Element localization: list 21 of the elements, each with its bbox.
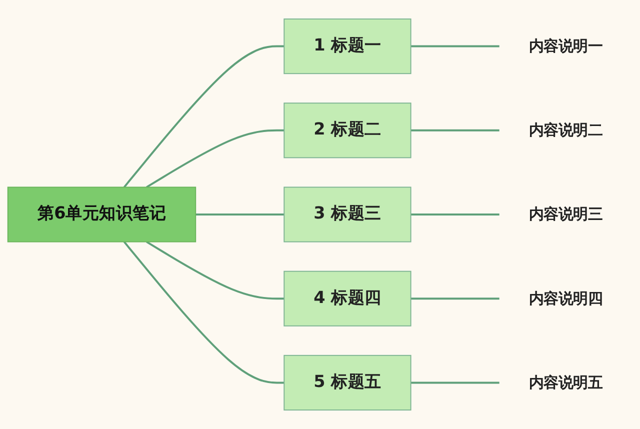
connector [196, 214, 284, 216]
connector [123, 45, 284, 188]
connector [146, 240, 284, 300]
connector [410, 298, 500, 300]
node-text: 内容说明二 [528, 121, 603, 139]
node-text: 内容说明一 [528, 37, 603, 55]
node-box: 4 标题四 [284, 270, 412, 326]
node-text: 内容说明三 [528, 205, 603, 224]
connector [410, 129, 500, 132]
connector [410, 45, 500, 48]
node-box: 1 标题一 [284, 18, 412, 74]
connector [123, 241, 284, 384]
node-box: 3 标题三 [284, 186, 412, 242]
connector [410, 214, 500, 216]
node-box: 5 标题五 [284, 354, 412, 410]
node-text: 内容说明五 [528, 374, 603, 392]
node-text: 内容说明四 [528, 290, 603, 308]
node-box: 2 标题二 [284, 102, 412, 158]
connector [410, 382, 500, 384]
connector [146, 129, 284, 188]
node-box: 第6单元知识笔记 [7, 186, 196, 242]
